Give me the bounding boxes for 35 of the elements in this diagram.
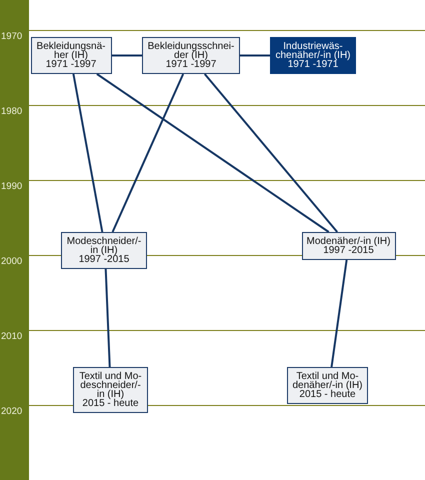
occupation-box xyxy=(287,367,368,404)
occupation-title: Textil und Mo- deschneider/- in (IH) xyxy=(78,372,143,399)
connector-line xyxy=(72,74,104,232)
date-range: 2015 - heute xyxy=(299,390,356,399)
year-label: 1970 xyxy=(1,31,22,43)
connector-line xyxy=(240,54,270,56)
occupation-title: Modeschneider/- in (IH) xyxy=(66,237,142,255)
occupation-box xyxy=(302,232,396,260)
occupation-title: Bekleidungsschnei- der (IH) xyxy=(146,42,236,60)
date-range: 1997 -2015 xyxy=(323,246,374,255)
occupation-box xyxy=(270,37,356,74)
date-range: 2015 - heute xyxy=(82,399,139,408)
connector-line xyxy=(96,73,330,233)
year-label: 2010 xyxy=(1,331,22,343)
date-range: 1971 -1971 xyxy=(288,60,338,69)
connector-line xyxy=(112,54,142,56)
year-label: 1980 xyxy=(1,106,22,118)
date-range: 1971 -1997 xyxy=(166,60,216,69)
year-label: 1990 xyxy=(1,181,22,193)
occupation-title: Industriewäs- chenäher/-in (IH) xyxy=(274,42,352,60)
occupation-box xyxy=(30,37,112,74)
occupation-box xyxy=(73,367,148,413)
occupation-box xyxy=(61,232,147,269)
occupation-title: Textil und Mo- denäher/-in (IH) xyxy=(291,372,364,390)
occupation-box xyxy=(142,37,240,74)
year-label: 2020 xyxy=(1,406,22,418)
occupation-title: Modenäher/-in (IH) xyxy=(306,237,390,246)
connector-line xyxy=(204,73,338,233)
connector-line xyxy=(112,74,184,232)
connector-line xyxy=(330,260,348,368)
year-label: 2000 xyxy=(1,256,22,268)
date-range: 1971 -1997 xyxy=(46,60,96,69)
connector-line xyxy=(104,268,111,368)
occupation-title: Bekleidungsnä- her (IH) xyxy=(36,42,106,60)
date-range: 1997 -2015 xyxy=(78,255,130,264)
